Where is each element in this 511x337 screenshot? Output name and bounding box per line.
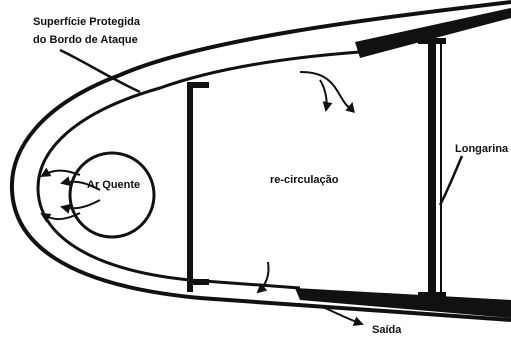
label-protected-surface-line2: do Bordo de Ataque: [33, 34, 138, 46]
label-recirculation: re-circulação: [270, 174, 339, 186]
flow-arrow-lower-channel: [256, 261, 270, 294]
flow-arrow-mid-bottom: [60, 199, 101, 214]
label-exit: Saída: [372, 324, 402, 336]
upper-skin-reinforcement: [355, 8, 511, 58]
flow-arrow-mid-top: [60, 176, 101, 191]
flow-arrow-top-left: [40, 167, 81, 178]
spar-web: [428, 38, 436, 300]
label-hot-air: Ar Quente: [87, 179, 141, 191]
forward-bulkhead-flange-top: [187, 82, 209, 88]
flow-arrow-exit: [319, 305, 364, 327]
flow-arrow-upper-channel-2: [319, 79, 333, 112]
hot-air-duct: [68, 151, 156, 239]
inner-liner: [36, 50, 361, 290]
spar-cap-top: [418, 38, 446, 44]
label-protected-surface-line1: Superfície Protegida: [33, 16, 140, 28]
spar-cap-bottom: [418, 292, 446, 300]
forward-bulkhead-flange-bottom: [187, 279, 209, 285]
label-spar: Longarina: [455, 143, 509, 155]
outer-skin: [9, 0, 511, 322]
lower-skin-reinforcement: [295, 288, 511, 318]
flow-arrow-bottom-left: [40, 212, 81, 223]
flow-arrow-upper-channel: [299, 71, 355, 113]
leader-surface: [59, 48, 141, 94]
leader-spar: [438, 155, 464, 206]
forward-bulkhead: [187, 82, 193, 292]
